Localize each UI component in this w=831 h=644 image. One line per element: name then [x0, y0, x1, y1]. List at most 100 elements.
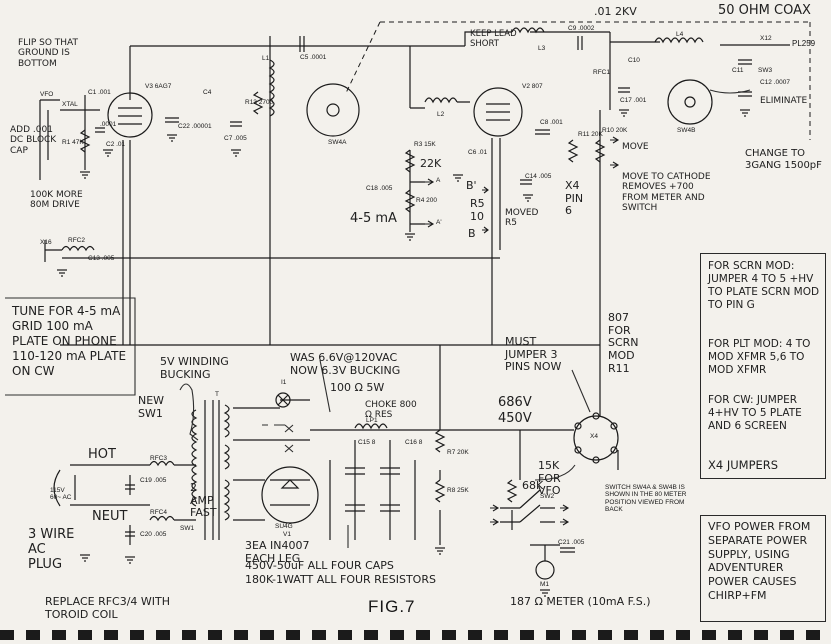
c5-label: C5 .0001 — [300, 54, 327, 61]
sw2-label: SW2 — [540, 493, 555, 500]
must-jumper-note: MUST JUMPER 3 PINS NOW — [505, 335, 562, 374]
kv-note: .01 2KV — [594, 5, 637, 18]
rfc1-label: RFC1 — [593, 69, 610, 76]
vfo-power-box — [700, 515, 826, 622]
r3-label: R3 15K — [414, 141, 436, 148]
r11-label: R11 20K — [578, 131, 603, 138]
b-label: B — [468, 227, 476, 240]
add-cap-note: ADD .001 DC BLOCK CAP — [10, 125, 57, 156]
switch-note: SWITCH SW4A & SW4B IS SHOWN IN THE 80 ME… — [605, 484, 687, 514]
x4-jumpers-box — [700, 253, 826, 479]
r5-label: R5 10 — [470, 197, 485, 223]
i1-label: I1 — [281, 379, 287, 386]
a-label: A — [436, 177, 441, 184]
choke-note: CHOKE 800 Ω RES — [365, 400, 417, 421]
neut-note: NEUT — [92, 509, 128, 524]
r68k-label: 68K — [522, 479, 544, 492]
r7-label: R7 20K — [447, 449, 469, 456]
c16-label: C16 8 — [405, 439, 423, 446]
c20-label: C20 .005 — [140, 531, 167, 538]
x16-label: X16 — [40, 239, 52, 246]
coax-note: 50 OHM COAX — [718, 3, 811, 18]
c9-label: C9 .0002 — [568, 25, 595, 32]
replace-rfc-note: REPLACE RFC3/4 WITH TOROID COIL — [45, 595, 171, 621]
x4-jumpers-title: X4 JUMPERS — [708, 458, 779, 472]
c17-label: C17 .001 — [620, 97, 647, 104]
l3-label: L3 — [538, 45, 546, 52]
meter-note: 187 Ω METER (10mA F.S.) — [510, 595, 651, 608]
sw4b-label: SW4B — [677, 127, 696, 134]
c10-label: C10 — [628, 57, 640, 64]
rfc2-label: RFC2 — [68, 237, 85, 244]
res-100-note: 100 Ω 5W — [330, 381, 385, 394]
bottom-border-strip — [0, 630, 820, 640]
v2-label: V2 807 — [522, 83, 543, 90]
v450-note: 450V — [498, 411, 532, 426]
amp-fast-note: 2 AMP FAST — [190, 481, 217, 520]
c6-label: C6 .01 — [468, 149, 488, 156]
new-sw1-note: NEW SW1 — [138, 394, 165, 420]
sw1-label: SW1 — [180, 525, 195, 532]
xtal-label: XTAL — [62, 101, 78, 108]
v686-note: 686V — [498, 395, 532, 410]
c11-label: C11 — [732, 67, 744, 74]
m1-label: M1 — [540, 581, 550, 588]
x4-pin-note: X4 PIN 6 — [565, 179, 584, 218]
lp1-label: LP1 — [366, 417, 378, 424]
t-label: T — [215, 391, 219, 398]
c4-label: C4 — [203, 89, 212, 96]
v3-label: V3 6AG7 — [145, 83, 172, 90]
keep-lead-note: KEEP LEAD SHORT — [470, 29, 517, 49]
c21-label: C21 .005 — [558, 539, 585, 546]
b-prime-label: B' — [466, 179, 477, 192]
l2-label: L2 — [437, 111, 445, 118]
c15-label: C15 8 — [358, 439, 376, 446]
sw4a-label: SW4A — [328, 139, 347, 146]
c18-label: C18 .005 — [366, 185, 393, 192]
r8-label: R8 25K — [447, 487, 469, 494]
resistors-note: 180K-1WATT ALL FOUR RESISTORS — [245, 573, 436, 586]
three-wire-note: 3 WIRE AC PLUG — [28, 527, 75, 572]
vfo-15k-note: 15K FOR VFO — [538, 459, 561, 498]
winding-note: 5V WINDING BUCKING — [160, 355, 229, 381]
r13-label: R13 2700 — [245, 99, 274, 106]
x4-label: X4 — [590, 433, 598, 440]
rfc4-label: RFC4 — [150, 509, 167, 516]
figure-title: FIG.7 — [368, 597, 416, 616]
flip-note: FLIP SO THAT GROUND IS BOTTOM — [18, 38, 79, 69]
sw4g-label: SU4G — [275, 523, 293, 530]
c3-label: .0001 — [100, 121, 117, 128]
x12-label: X12 — [760, 35, 772, 42]
pl259-label: PL259 — [792, 39, 816, 48]
r3-note-label: 22K — [420, 157, 442, 170]
eliminate-note: ELIMINATE — [760, 96, 808, 106]
scrn-mod-note: FOR SCRN MOD: JUMPER 4 TO 5 +HV TO PLATE… — [708, 260, 820, 312]
hot-note: HOT — [88, 447, 116, 462]
c7-label: C7 .005 — [224, 135, 247, 142]
a-prime-label: A' — [436, 219, 442, 226]
change-cap-note: CHANGE TO 3GANG 1500pF — [745, 148, 822, 171]
c13-label: C13 .005 — [88, 255, 115, 262]
more-drive-note: 100K MORE 80M DRIVE — [30, 190, 83, 211]
v1-label: V1 — [283, 531, 291, 538]
diodes-note: 3EA IN4007 EACH LEG — [245, 539, 310, 565]
sw3-label: SW3 — [758, 67, 773, 74]
move-note: MOVE — [622, 142, 649, 152]
r807-note: 807 FOR SCRN MOD R11 — [608, 311, 639, 375]
c2-label: C2 .01 — [106, 141, 126, 148]
ac-in-label: 115V 60~ AC — [50, 487, 72, 501]
c22-label: C22 .00001 — [178, 123, 212, 130]
l4-label: L4 — [676, 31, 684, 38]
r1-label: R1 47K — [62, 139, 84, 146]
was-66-note: WAS 6.6V@120VAC NOW 6.3V BUCKING — [290, 351, 401, 377]
r10-label: R10 20K — [602, 127, 628, 134]
c12-label: C12 .0007 — [760, 79, 790, 86]
c19-label: C19 .005 — [140, 477, 167, 484]
l1-label: L1 — [262, 55, 270, 62]
move-cathode-note: MOVE TO CATHODE REMOVES +700 FROM METER … — [622, 172, 711, 214]
c1-label: C1 .001 — [88, 89, 111, 96]
vfo-label: VFO — [40, 91, 54, 98]
caps-note: 450V-50uF ALL FOUR CAPS — [245, 559, 394, 572]
